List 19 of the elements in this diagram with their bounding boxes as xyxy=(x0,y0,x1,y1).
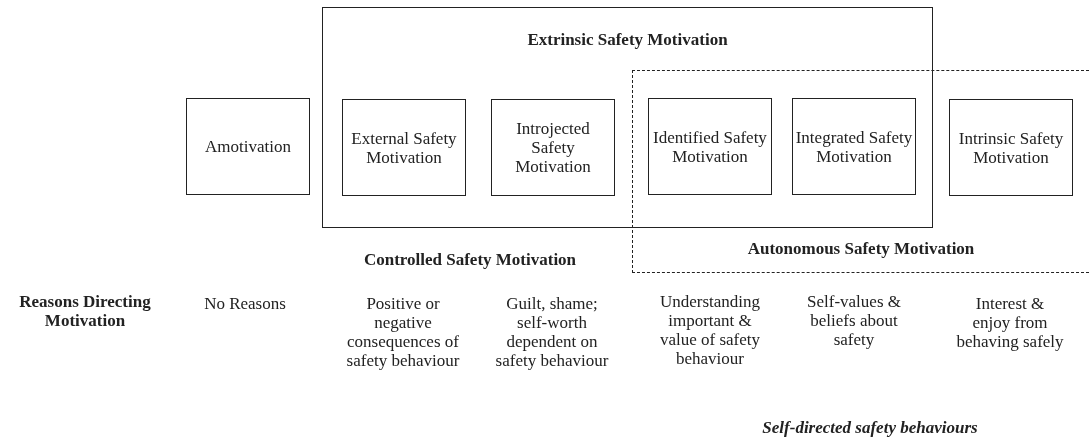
section-heading: Controlled Safety Motivation xyxy=(362,250,578,269)
reason-text: Positive or negative consequences of safety behaviour xyxy=(345,294,461,370)
footnote-text: Self-directed safety behaviours xyxy=(761,418,979,437)
group-frame xyxy=(322,7,933,228)
reason-text: Interest & enjoy from behaving safely xyxy=(955,294,1065,351)
motivation-box: External Safety Motivation xyxy=(342,99,466,196)
motivation-box: Amotivation xyxy=(186,98,310,195)
dashed-group-frame xyxy=(632,70,1089,273)
motivation-box: Introjected Safety Motivation xyxy=(491,99,615,196)
reason-text: No Reasons xyxy=(203,294,287,313)
reason-text: Guilt, shame; self-worth dependent on safety behaviour xyxy=(494,294,610,370)
row-heading: Reasons Directing Motivation xyxy=(18,292,152,330)
reason-text: Self-values & beliefs about safety xyxy=(806,292,902,349)
group-title: Autonomous Safety Motivation xyxy=(746,239,976,259)
motivation-box: Identified Safety Motivation xyxy=(648,98,772,195)
group-title: Extrinsic Safety Motivation xyxy=(526,30,729,50)
motivation-box: Intrinsic Safety Motivation xyxy=(949,99,1073,196)
reason-text: Understanding important & value of safety behaviour xyxy=(658,292,762,368)
motivation-box: Integrated Safety Motivation xyxy=(792,98,916,195)
